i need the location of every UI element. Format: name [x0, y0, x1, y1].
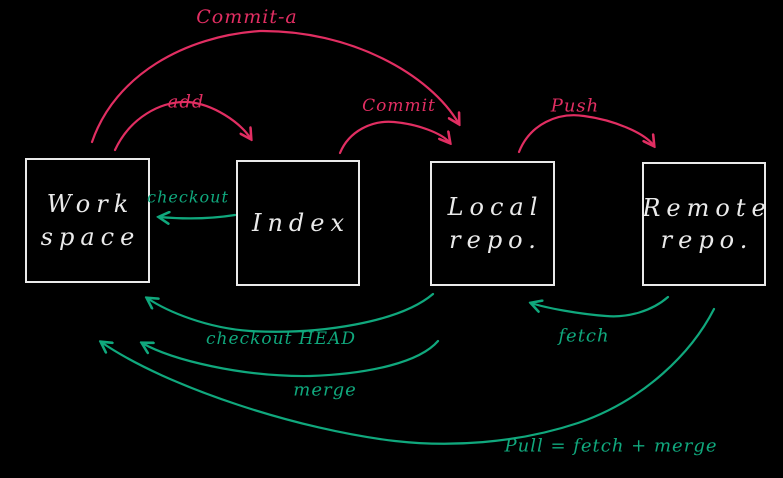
fetch-arrow-label: fetch [558, 325, 610, 347]
commit-arrow-label: Commit [362, 96, 436, 116]
local-repo-box: Local repo. [430, 161, 555, 286]
checkout-arrow [159, 215, 237, 218]
commit-a-arrow-label: Commit-a [196, 6, 298, 28]
workspace-box: Work space [25, 158, 150, 283]
add-arrow [113, 100, 251, 152]
checkout-head-arrow-label: checkout HEAD [206, 329, 356, 349]
checkout-arrow-label: checkout [147, 187, 229, 207]
push-arrow [517, 114, 654, 154]
add-arrow-label: add [167, 91, 205, 113]
workspace-label-line2: space [40, 222, 141, 251]
push-arrow-label: Push [550, 95, 600, 117]
checkout-head-arrow [147, 292, 435, 333]
pull-arrow [101, 307, 716, 445]
remote-repo-box: Remote repo. [642, 162, 766, 286]
workspace-label-line1: Work [46, 190, 135, 219]
index-box: Index [236, 160, 360, 286]
fetch-arrow [531, 295, 670, 318]
pull-arrow-label: Pull = fetch + merge [504, 435, 718, 457]
merge-arrow-label: merge [293, 379, 357, 401]
index-label-line1: Index [251, 208, 351, 237]
remote-repo-label-line1: Remote [642, 193, 772, 222]
merge-arrow [142, 339, 440, 378]
local-repo-label-line2: repo. [449, 225, 542, 254]
remote-repo-label-line2: repo. [660, 226, 754, 254]
commit-a-arrow [90, 29, 459, 144]
commit-arrow [338, 120, 450, 155]
local-repo-label-line1: Local [447, 193, 544, 222]
